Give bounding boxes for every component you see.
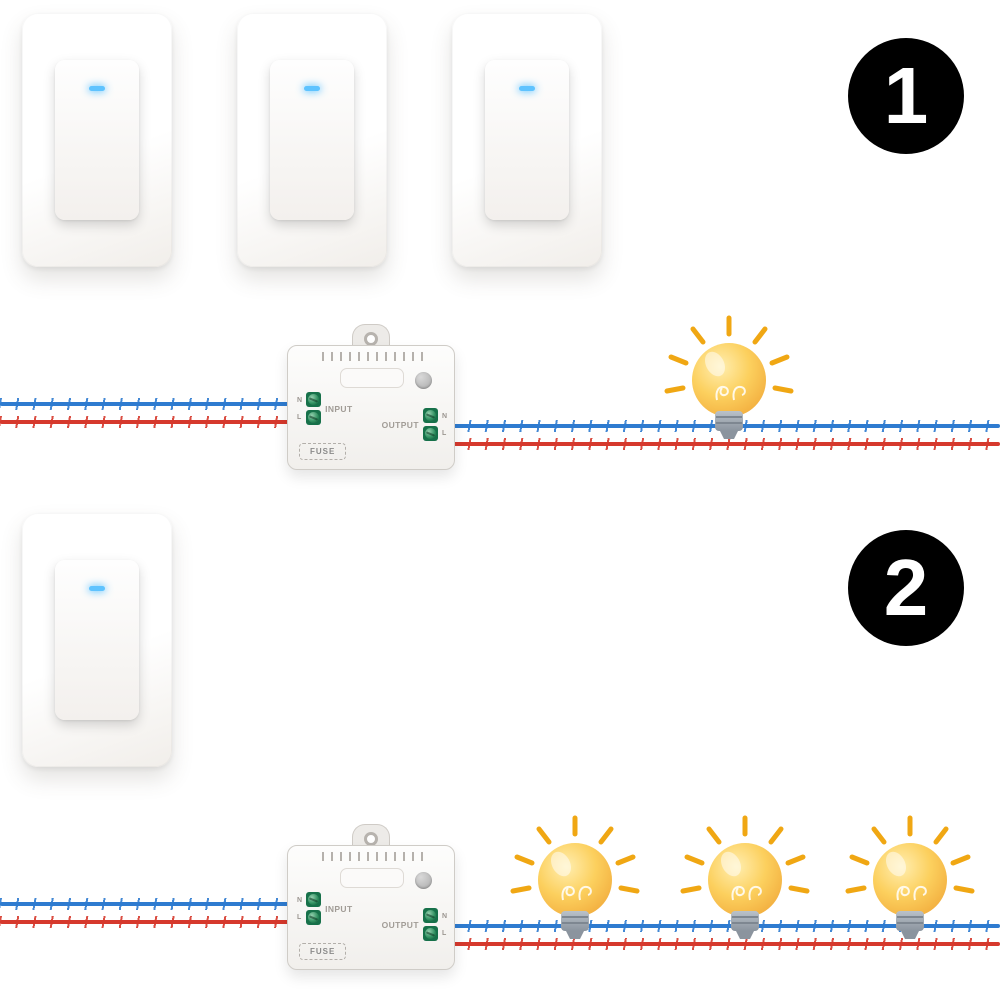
- input-pin-labels: N L: [297, 397, 302, 421]
- output-pin-labels: N L: [442, 913, 447, 937]
- label-plate: [340, 368, 404, 388]
- input-label: INPUT: [325, 903, 353, 914]
- fuse-label: FUSE: [310, 447, 336, 456]
- input-pin-labels: N L: [297, 897, 302, 921]
- bulb-base: [896, 911, 924, 939]
- input-label: INPUT: [325, 403, 353, 414]
- wall-switch: [22, 513, 172, 767]
- screw-terminal: [306, 392, 322, 407]
- output-pin-labels: N L: [442, 413, 447, 437]
- neutral-wire: [0, 398, 310, 410]
- input-screws: [306, 392, 322, 425]
- vent-slots: [322, 852, 426, 861]
- pin-label-l: L: [441, 429, 447, 437]
- glass-highlight: [885, 851, 907, 877]
- screw-terminal: [306, 910, 322, 925]
- screw-terminal: [422, 908, 438, 923]
- filament: [715, 385, 746, 401]
- light-rays-icon: [510, 815, 640, 894]
- label-plate: [340, 868, 404, 888]
- fuse-box: FUSE: [299, 443, 347, 460]
- screw-terminal: [306, 892, 322, 907]
- led-indicator-icon: [89, 86, 105, 91]
- pin-label-n: N: [441, 412, 447, 420]
- light-rays-icon: [845, 815, 975, 894]
- pin-label-l: L: [441, 929, 447, 937]
- input-terminal-block: N L INPUT: [297, 392, 353, 425]
- output-terminal-block: OUTPUT N L: [382, 908, 447, 941]
- neutral-wire: [0, 898, 310, 910]
- wall-switch: [22, 13, 172, 267]
- output-screws: [422, 908, 438, 941]
- glass-highlight: [720, 851, 742, 877]
- screw-terminal: [306, 410, 322, 425]
- light-bulb: [845, 815, 975, 939]
- light-rays-icon: [664, 315, 794, 394]
- pin-label-l: L: [297, 913, 302, 921]
- pin-label-l: L: [297, 413, 302, 421]
- fuse-box: FUSE: [299, 943, 347, 960]
- live-wire: [0, 416, 310, 428]
- pin-label-n: N: [297, 896, 303, 904]
- filament: [896, 885, 927, 901]
- step-badge-2: 2: [848, 530, 964, 646]
- bulb-base: [715, 411, 743, 439]
- wall-switch: [452, 13, 602, 267]
- pin-label-n: N: [441, 912, 447, 920]
- bulb-base: [561, 911, 589, 939]
- bulb-base: [731, 911, 759, 939]
- switch-rocker: [55, 60, 139, 220]
- step-number: 2: [883, 543, 929, 632]
- round-button: [415, 372, 432, 389]
- mount-hole: [364, 332, 378, 346]
- vent-slots: [322, 352, 426, 361]
- input-terminal-block: N L INPUT: [297, 892, 353, 925]
- bulb-glass: [873, 843, 947, 917]
- filament: [731, 885, 762, 901]
- output-terminal-block: OUTPUT N L: [382, 408, 447, 441]
- live-wire: [435, 438, 1000, 450]
- switch-rocker: [55, 560, 139, 720]
- screw-terminal: [422, 926, 438, 941]
- live-wire: [0, 916, 310, 928]
- live-wire: [435, 938, 1000, 950]
- round-button: [415, 872, 432, 889]
- input-screws: [306, 892, 322, 925]
- bulb-glass: [708, 843, 782, 917]
- filament: [561, 885, 592, 901]
- bulb-glass: [692, 343, 766, 417]
- switch-rocker: [270, 60, 354, 220]
- step-number: 1: [883, 51, 929, 140]
- light-bulb: [680, 815, 810, 939]
- glass-highlight: [550, 851, 572, 877]
- pin-label-n: N: [297, 396, 303, 404]
- glass-highlight: [704, 351, 726, 377]
- wall-switch: [237, 13, 387, 267]
- bulb-glass: [538, 843, 612, 917]
- step-badge-1: 1: [848, 38, 964, 154]
- output-label: OUTPUT: [381, 419, 419, 430]
- switch-rocker: [485, 60, 569, 220]
- module-body: N L INPUT OUTPUT N: [287, 345, 455, 470]
- module-body: N L INPUT OUTPUT N: [287, 845, 455, 970]
- output-label: OUTPUT: [381, 919, 419, 930]
- light-rays-icon: [680, 815, 810, 894]
- light-bulb: [664, 315, 794, 439]
- mount-hole: [364, 832, 378, 846]
- fuse-label: FUSE: [310, 947, 336, 956]
- led-indicator-icon: [304, 86, 320, 91]
- led-indicator-icon: [89, 586, 105, 591]
- output-screws: [422, 408, 438, 441]
- light-bulb: [510, 815, 640, 939]
- led-indicator-icon: [519, 86, 535, 91]
- screw-terminal: [422, 426, 438, 441]
- screw-terminal: [422, 408, 438, 423]
